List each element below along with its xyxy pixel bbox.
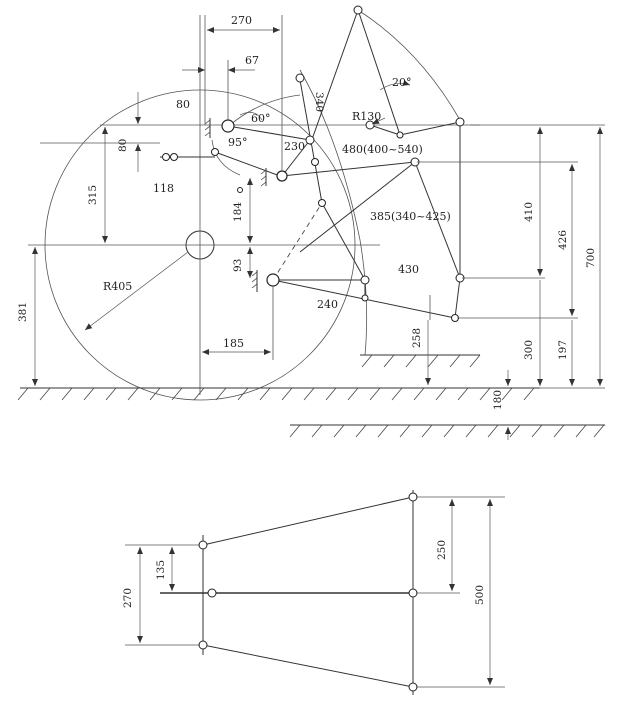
plan-joint-tr [408, 492, 418, 502]
r130-arrow [371, 117, 386, 125]
label-300: 300 [523, 340, 535, 360]
label-381: 381 [17, 302, 29, 322]
label-197: 197 [557, 340, 569, 360]
label-95-deg: 95° [228, 136, 248, 149]
plan-bottom-edge [202, 644, 414, 688]
link-r130 [399, 121, 461, 136]
pivot-rocker [260, 168, 288, 187]
plan-joint-bl [198, 640, 208, 650]
label-r130: R130 [352, 110, 381, 123]
plan-joint-ml [207, 588, 217, 598]
crank-link [227, 125, 311, 141]
label-430: 430 [398, 263, 419, 276]
label-118: 118 [153, 182, 174, 195]
link-top-left [309, 9, 359, 146]
plan-joint-mr [408, 588, 418, 598]
label-700: 700 [585, 248, 597, 268]
top-arc-right [357, 9, 461, 121]
small-arc [211, 139, 241, 176]
pivot-crank [204, 118, 235, 138]
label-270: 270 [231, 14, 252, 27]
label-135: 135 [155, 560, 167, 580]
link-right-lower [414, 161, 461, 279]
label-r405: R405 [103, 280, 132, 293]
label-250: 250 [436, 540, 448, 560]
label-184: 184 [232, 202, 244, 222]
label-20-deg: 20° [392, 76, 412, 89]
link-r130-inner [369, 124, 401, 136]
label-480-range: 480(400~540) [342, 143, 423, 156]
label-410: 410 [523, 202, 535, 222]
label-258: 258 [411, 328, 423, 348]
link-middle [321, 202, 366, 281]
joints [162, 5, 465, 322]
label-270-plan: 270 [122, 588, 134, 608]
link-top-right [357, 9, 401, 136]
plan-joint-br [408, 682, 418, 692]
label-385-range: 385(340~425) [370, 210, 451, 223]
label-340: 340 [313, 92, 325, 112]
ground-hatching [17, 354, 605, 438]
label-500: 500 [474, 585, 486, 605]
plan-joint-tl [198, 540, 208, 550]
label-93: 93 [232, 259, 244, 272]
rocker-link [281, 139, 311, 177]
plan-top-edge [202, 496, 414, 546]
label-67: 67 [245, 54, 259, 67]
label-180: 180 [492, 390, 504, 410]
dashed-link [272, 202, 323, 281]
label-185: 185 [223, 337, 244, 350]
label-426: 426 [557, 230, 569, 250]
link-385 [299, 161, 416, 253]
angle-60-arc [239, 112, 263, 121]
label-315: 315 [87, 185, 99, 205]
label-240: 240 [317, 298, 338, 311]
r405-radius-line [84, 251, 189, 331]
label-60-deg: 60° [251, 112, 271, 125]
angle-20-arc [379, 79, 411, 91]
label-80-vertical: 80 [117, 139, 129, 152]
link-118 [214, 151, 281, 177]
link-foot [454, 277, 461, 319]
bottom-plan-view: 135 270 250 500 [122, 490, 505, 695]
label-80-top: 80 [176, 98, 190, 111]
label-230: 230 [284, 140, 305, 153]
pivot-lower [251, 270, 280, 292]
top-linkage-view: 270 67 80 80 60° 95° 340 20° R130 230 48… [17, 5, 605, 440]
coupler-arc [299, 69, 368, 356]
link-480 [281, 161, 416, 177]
crank-arc [229, 94, 301, 126]
